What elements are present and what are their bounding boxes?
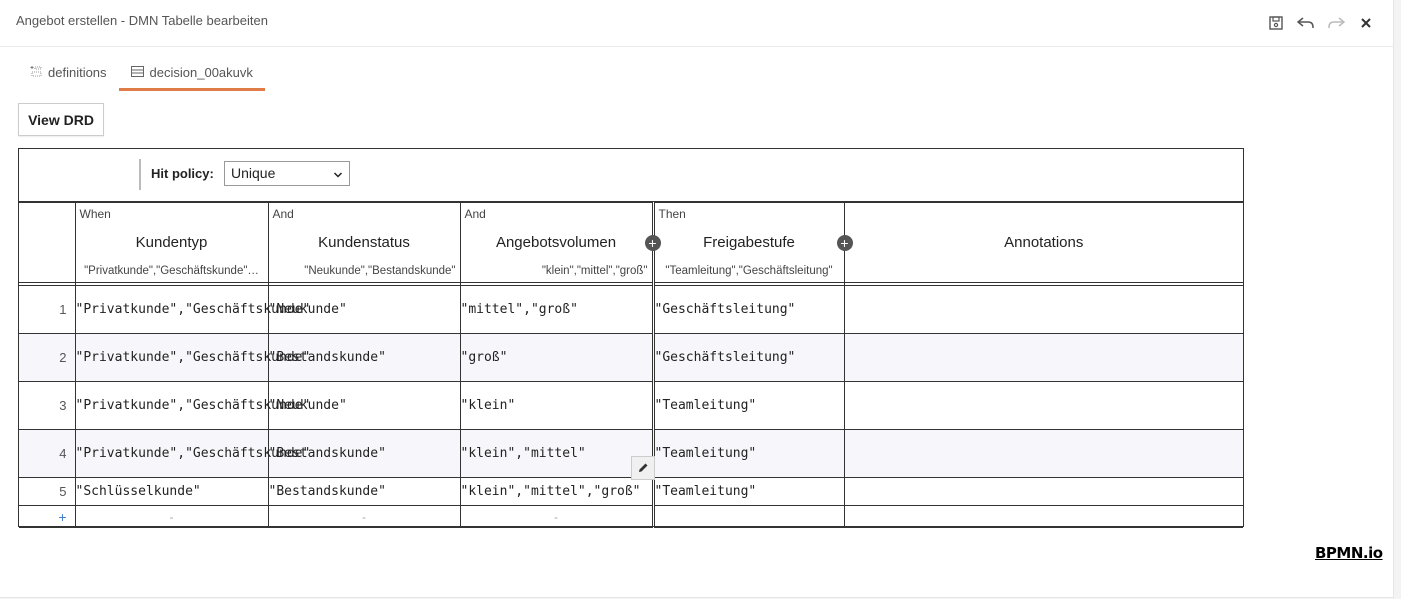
rule-cell[interactable]: "Schlüsselkunde" bbox=[74, 477, 269, 506]
column-label: Kundenstatus bbox=[318, 234, 410, 251]
annotation-cell[interactable] bbox=[843, 333, 1243, 382]
rule-cell[interactable]: "klein" bbox=[459, 381, 655, 430]
column-label: Annotations bbox=[1004, 234, 1084, 251]
tab-definitions[interactable]: definitions bbox=[18, 56, 119, 88]
annotation-cell[interactable] bbox=[843, 477, 1243, 506]
input-values: "Privatkunde","Geschäftskunde"… bbox=[84, 265, 259, 277]
placeholder-cell[interactable] bbox=[652, 505, 845, 528]
hit-policy-value: Unique bbox=[231, 165, 276, 181]
input-header-kundenstatus[interactable]: And Kundenstatus "Neukunde","Bestandskun… bbox=[267, 202, 461, 283]
clause-label: And bbox=[272, 207, 294, 221]
undo-icon[interactable] bbox=[1297, 14, 1315, 32]
clause-label: Then bbox=[658, 207, 686, 221]
rule-cell[interactable]: "Neukunde" bbox=[267, 285, 461, 334]
close-icon[interactable] bbox=[1357, 14, 1375, 32]
rule-cell[interactable]: "klein","mittel" bbox=[459, 429, 655, 478]
index-header bbox=[19, 202, 76, 283]
clause-label: And bbox=[464, 207, 486, 221]
hit-policy-select[interactable]: Unique bbox=[224, 161, 350, 186]
table-row: 4 "Privatkunde","Geschäftskunde" "Bestan… bbox=[19, 429, 1243, 478]
hit-policy-row: Hit policy: Unique bbox=[19, 149, 1243, 202]
table-row: 5 "Schlüsselkunde" "Bestandskunde" "klei… bbox=[19, 477, 1243, 506]
input-header-kundentyp[interactable]: When Kundentyp "Privatkunde","Geschäftsk… bbox=[74, 202, 269, 283]
rule-cell[interactable]: "Bestandskunde" bbox=[267, 333, 461, 382]
tab-bar: definitions decision_00akuvk bbox=[18, 56, 265, 91]
rule-cell[interactable]: "Geschäftsleitung" bbox=[652, 333, 845, 382]
rule-cell[interactable]: "Neukunde" bbox=[267, 381, 461, 430]
output-header-freigabestufe[interactable]: Then Freigabestufe "Teamleitung","Geschä… bbox=[652, 202, 853, 283]
output-values: "Teamleitung","Geschäftsleitung" bbox=[665, 265, 833, 277]
title-bar-actions bbox=[1267, 14, 1375, 32]
add-input-icon[interactable]: + bbox=[644, 235, 661, 251]
placeholder-cell[interactable]: - bbox=[74, 505, 269, 528]
clause-label: When bbox=[79, 207, 111, 221]
tab-label: definitions bbox=[48, 64, 107, 80]
rule-cell[interactable]: "Teamleitung" bbox=[652, 477, 845, 506]
chevron-down-icon bbox=[333, 167, 343, 183]
column-label: Freigabestufe bbox=[703, 234, 795, 251]
input-header-angebotsvolumen[interactable]: And Angebotsvolumen "klein","mittel","gr… bbox=[459, 202, 661, 283]
annotation-cell[interactable] bbox=[843, 429, 1243, 478]
drd-icon bbox=[30, 65, 42, 80]
rule-cell[interactable]: "Teamleitung" bbox=[652, 381, 845, 430]
row-index: 4 bbox=[19, 429, 76, 478]
add-rule-icon[interactable]: + bbox=[19, 505, 76, 528]
row-index: 3 bbox=[19, 381, 76, 430]
rule-cell[interactable]: "klein","mittel","groß" bbox=[459, 477, 655, 506]
placeholder-cell[interactable]: - bbox=[267, 505, 461, 528]
placeholder-cell[interactable]: - bbox=[459, 505, 655, 528]
annotations-header: Annotations bbox=[843, 202, 1243, 283]
rule-cell[interactable]: "Privatkunde","Geschäftskunde" bbox=[74, 381, 310, 430]
table-row: 3 "Privatkunde","Geschäftskunde" "Neukun… bbox=[19, 381, 1243, 430]
input-values: "Neukunde","Bestandskunde" bbox=[304, 265, 456, 277]
hit-policy-label: Hit policy: bbox=[151, 166, 214, 181]
rule-cell[interactable]: "Bestandskunde" bbox=[267, 477, 461, 506]
table-icon bbox=[130, 65, 144, 80]
redo-icon[interactable] bbox=[1327, 14, 1345, 32]
rule-cell[interactable]: "groß" bbox=[459, 333, 655, 382]
edit-pencil-icon[interactable] bbox=[631, 456, 655, 480]
annotation-cell[interactable] bbox=[843, 381, 1243, 430]
rule-cell[interactable]: "Privatkunde","Geschäftskunde" bbox=[74, 333, 310, 382]
add-rule-row[interactable]: + - - - bbox=[19, 505, 1243, 528]
table-row: 1 "Privatkunde","Geschäftskunde" "Neukun… bbox=[19, 285, 1243, 334]
table-row: 2 "Privatkunde","Geschäftskunde" "Bestan… bbox=[19, 333, 1243, 382]
rule-cell[interactable]: "Teamleitung" bbox=[652, 429, 845, 478]
add-output-icon[interactable]: + bbox=[836, 235, 853, 251]
view-drd-button[interactable]: View DRD bbox=[18, 103, 104, 136]
decision-table: Hit policy: Unique When Kundentyp "Priva… bbox=[18, 148, 1244, 528]
separator bbox=[139, 159, 141, 190]
bpmn-io-logo[interactable]: BPMN.io bbox=[1315, 544, 1383, 562]
column-label: Angebotsvolumen bbox=[495, 234, 617, 251]
rule-cell[interactable]: "Geschäftsleitung" bbox=[652, 285, 845, 334]
rule-cell[interactable]: "mittel","groß" bbox=[459, 285, 655, 334]
rules-table: When Kundentyp "Privatkunde","Geschäftsk… bbox=[19, 202, 1243, 528]
rule-cell[interactable]: "Bestandskunde" bbox=[267, 429, 461, 478]
input-values: "klein","mittel","groß" bbox=[541, 265, 648, 277]
column-label: Kundentyp bbox=[135, 234, 208, 251]
rule-cell[interactable]: "Privatkunde","Geschäftskunde" bbox=[74, 429, 310, 478]
tab-label: decision_00akuvk bbox=[149, 64, 253, 80]
row-index: 5 bbox=[19, 477, 76, 506]
rule-cell[interactable]: "Privatkunde","Geschäftskunde" bbox=[74, 285, 310, 334]
annotation-cell[interactable] bbox=[843, 285, 1243, 334]
row-index: 1 bbox=[19, 285, 76, 334]
tab-decision[interactable]: decision_00akuvk bbox=[118, 56, 265, 91]
window-title: Angebot erstellen - DMN Tabelle bearbeit… bbox=[16, 13, 268, 28]
save-icon[interactable] bbox=[1267, 14, 1285, 32]
row-index: 2 bbox=[19, 333, 76, 382]
placeholder-cell[interactable] bbox=[843, 505, 1243, 528]
title-bar: Angebot erstellen - DMN Tabelle bearbeit… bbox=[0, 0, 1393, 47]
